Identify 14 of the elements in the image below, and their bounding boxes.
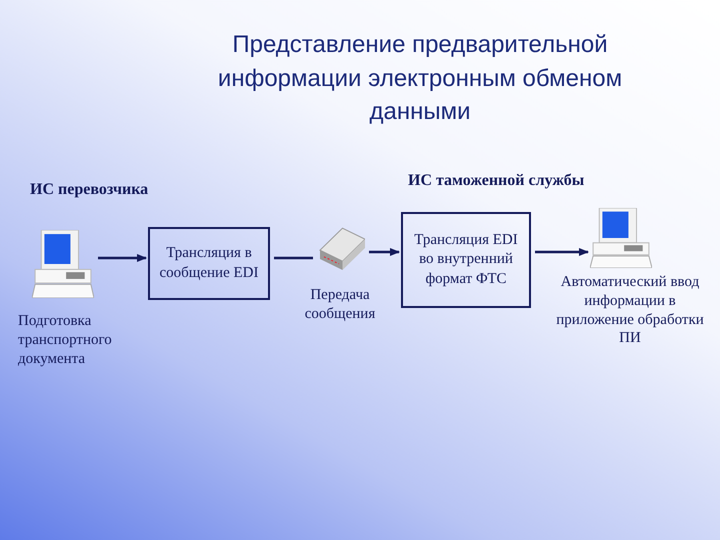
computer-icon — [32, 230, 94, 298]
caption-text: Передача сообщения — [304, 286, 376, 324]
arrow — [369, 248, 400, 256]
computer-icon — [590, 208, 652, 268]
caption-text: Автоматический ввод информации в приложение обработки ПИ — [555, 273, 705, 348]
title: Представление предварительной информации электронным обменом данными — [216, 30, 624, 128]
arrow — [98, 254, 147, 262]
process-box: Трансляция EDI во внутренний формат ФТС — [401, 212, 531, 308]
arrow — [535, 248, 589, 256]
caption-text: Подготовка транспортного документа — [18, 312, 113, 368]
group-heading: ИС таможенной службы — [408, 171, 584, 191]
group-heading: ИС перевозчика — [30, 180, 148, 200]
process-box: Трансляция в сообщение EDI — [148, 227, 270, 300]
connector-line — [274, 256, 313, 260]
